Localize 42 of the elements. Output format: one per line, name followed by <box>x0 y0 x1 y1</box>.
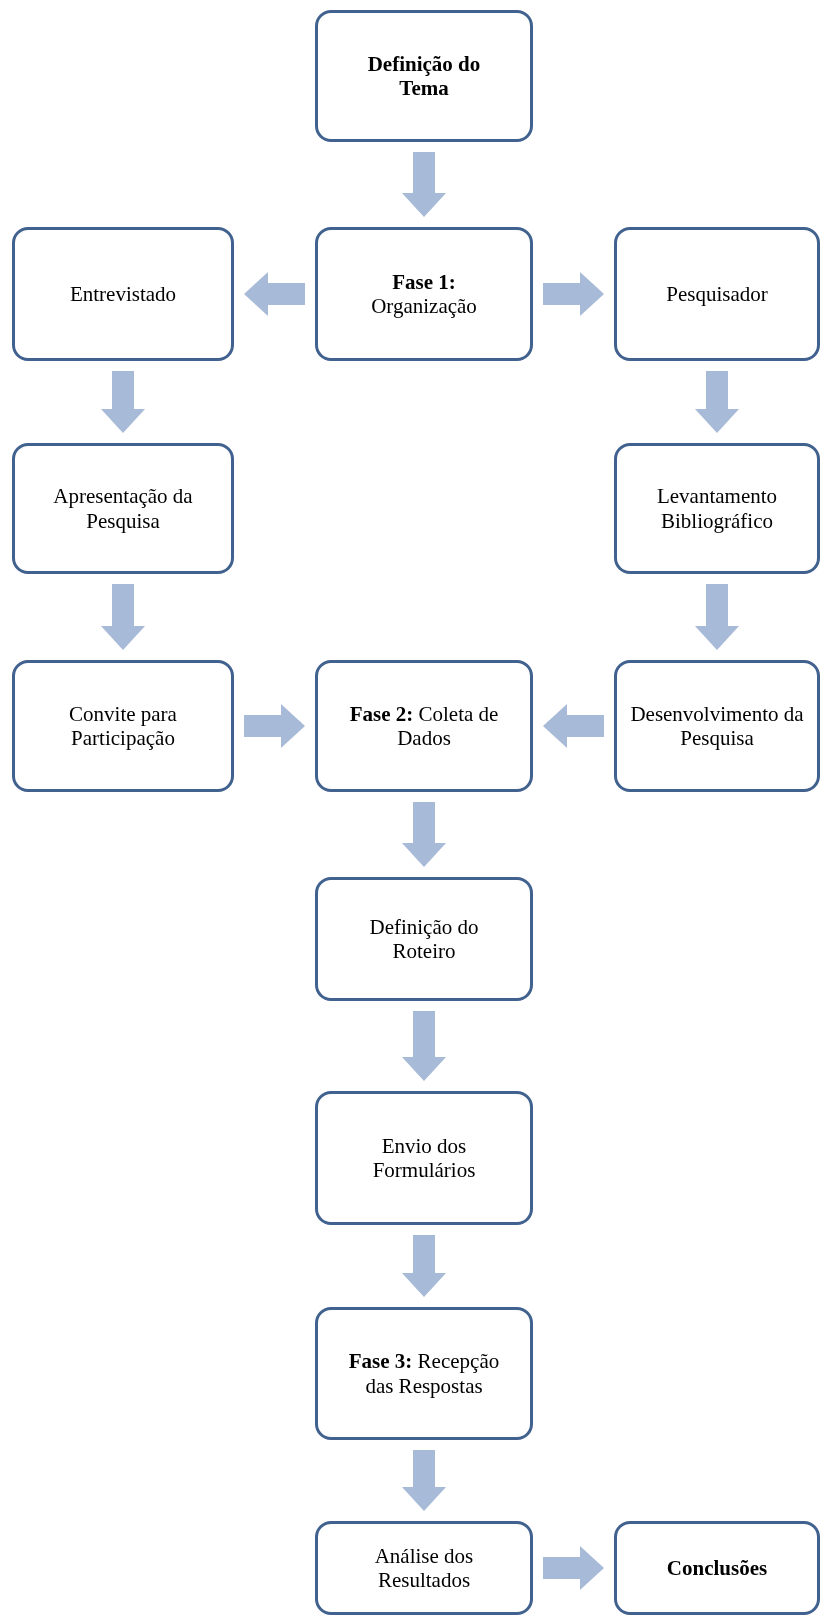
process-box <box>315 1091 533 1225</box>
block-arrow <box>402 152 446 217</box>
process-box <box>315 877 533 1001</box>
block-arrow <box>543 1546 604 1590</box>
block-arrow <box>695 584 739 650</box>
block-arrow <box>695 371 739 433</box>
step-label: Definição do Tema <box>366 51 482 101</box>
step-label: Conclusões <box>666 1555 768 1581</box>
block-arrow <box>101 371 145 433</box>
step-label: Pesquisador <box>666 281 768 307</box>
process-box <box>315 227 533 361</box>
step-label: Apresentação da Pesquisa <box>52 484 194 533</box>
process-box <box>12 227 234 361</box>
block-arrow <box>402 1450 446 1511</box>
step-label: Entrevistado <box>69 281 177 307</box>
block-arrow <box>244 272 305 316</box>
step-label: Convite para Participação <box>68 701 178 751</box>
step-label: Envio dos Formulários <box>371 1133 477 1183</box>
process-box <box>315 10 533 142</box>
process-box <box>614 443 820 574</box>
block-arrow <box>543 704 604 748</box>
step-label: Definição do Roteiro <box>368 914 480 964</box>
block-arrow <box>244 704 305 748</box>
step-label: Desenvolvimento da Pesquisa <box>629 701 805 751</box>
block-arrow <box>402 802 446 867</box>
process-box <box>614 227 820 361</box>
step-label: Fase 1: Organização <box>370 269 478 319</box>
block-arrow <box>402 1011 446 1081</box>
process-box <box>12 660 234 792</box>
block-arrow <box>101 584 145 650</box>
process-box <box>315 1521 533 1615</box>
step-label: Fase 2: Coleta de Dados <box>348 701 500 751</box>
process-box <box>614 660 820 792</box>
process-box <box>614 1521 820 1615</box>
step-label: Levantamento Bibliográfico <box>655 484 779 533</box>
block-arrow <box>402 1235 446 1297</box>
process-box <box>12 443 234 574</box>
step-label: Análise dos Resultados <box>373 1543 475 1593</box>
process-box <box>315 660 533 792</box>
process-box <box>315 1307 533 1440</box>
block-arrow <box>543 272 604 316</box>
step-label: Fase 3: Recepção das Respostas <box>347 1349 501 1398</box>
